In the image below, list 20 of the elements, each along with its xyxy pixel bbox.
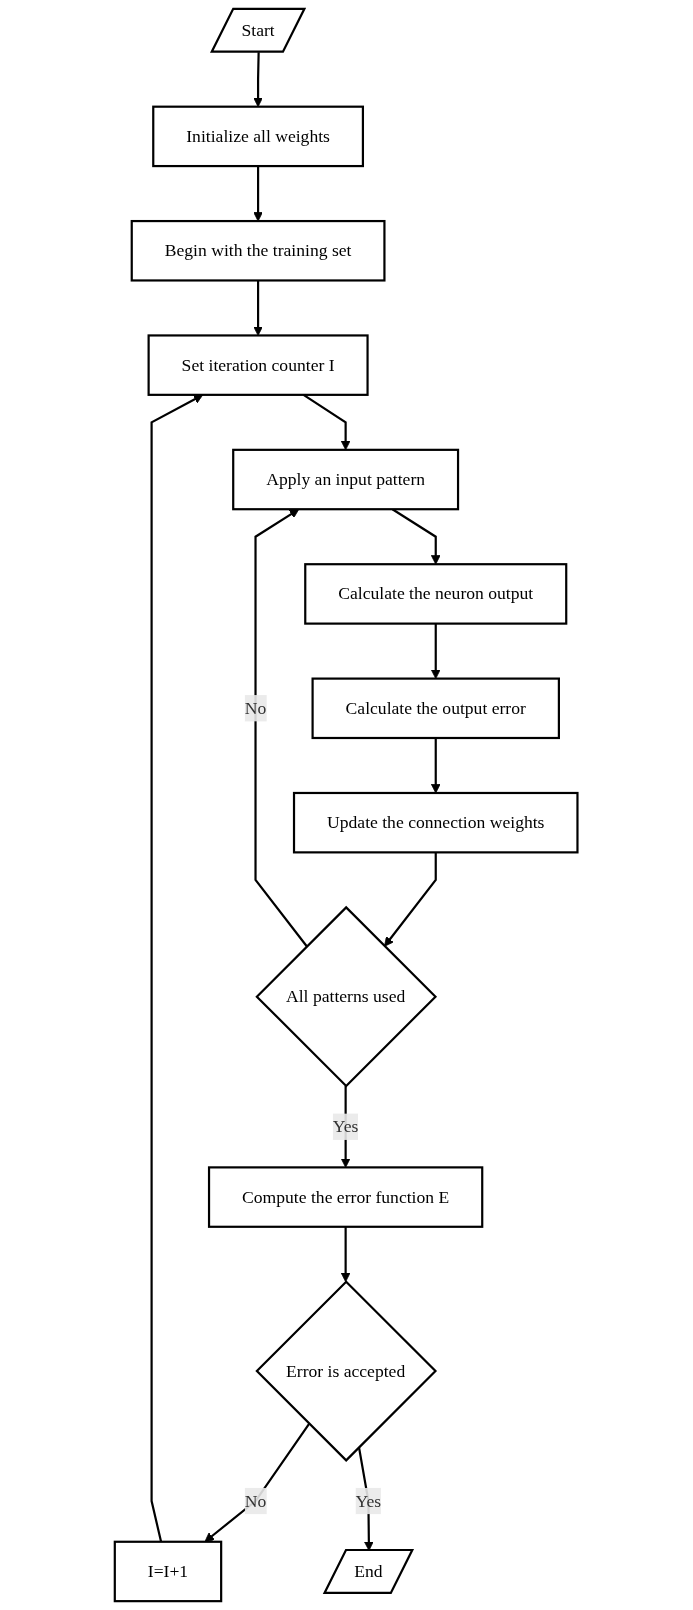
arrow	[253, 166, 264, 222]
node-box: Calculate the output error	[311, 677, 561, 740]
node-box: Set iteration counter I	[147, 334, 369, 396]
node-box: Begin with the training set	[131, 219, 386, 282]
node-diamond: Error is accepted	[255, 1280, 438, 1462]
arrow	[384, 852, 438, 947]
edge-label: No	[245, 1491, 267, 1510]
edge-label: Yes	[333, 1116, 359, 1136]
node-box: Calculate the neuron output	[304, 563, 568, 625]
node-box: Compute the error function E	[208, 1166, 484, 1228]
arrow	[341, 1226, 351, 1283]
edge-label: Yes	[355, 1491, 382, 1510]
node-box: I=I+1	[114, 1540, 223, 1603]
edge-label: No	[245, 698, 267, 718]
node-box: Update the connection weights	[293, 791, 579, 854]
node-diamond: All patterns used	[255, 905, 438, 1088]
arrow	[150, 394, 204, 1542]
node-box: Initialize all weights	[152, 105, 365, 168]
arrow	[253, 280, 264, 336]
node-box: Apply an input pattern	[232, 448, 460, 511]
